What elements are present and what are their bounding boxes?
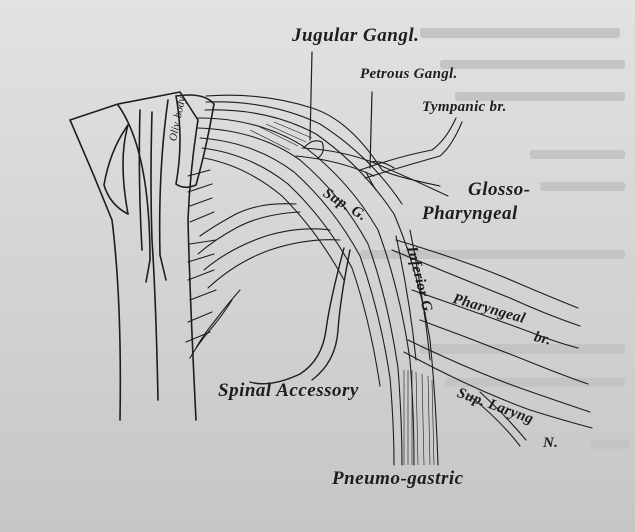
pharyngeal-label: Pharyngeal: [422, 204, 518, 223]
tympanic-branch-label: Tympanic br.: [422, 100, 507, 115]
jugular-ganglion-label: Jugular Gangl.: [292, 26, 419, 45]
superior-laryngeal-abbr-label: N.: [543, 436, 558, 451]
spinal-accessory-label: Spinal Accessory: [218, 381, 359, 400]
petrous-ganglion-label: Petrous Gangl.: [360, 67, 458, 82]
glosso-label: Glosso-: [468, 180, 531, 199]
pneumogastric-label: Pneumo-gastric: [332, 469, 464, 488]
